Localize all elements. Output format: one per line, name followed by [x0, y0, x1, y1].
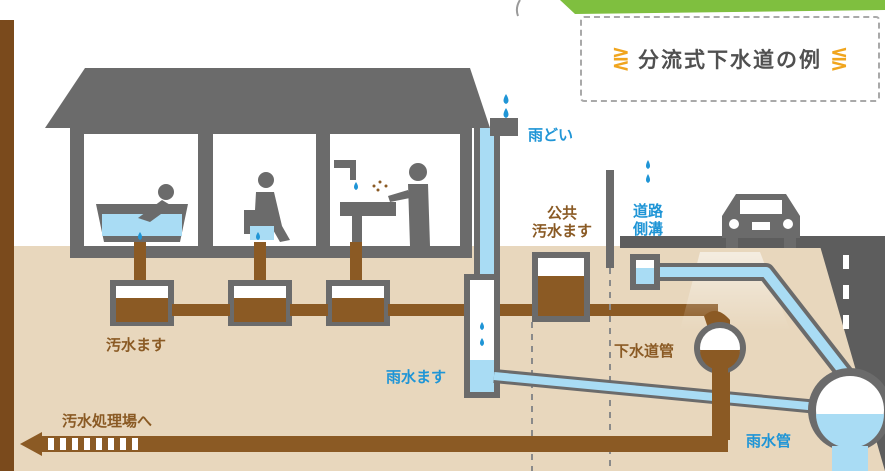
sewage-pipe	[134, 242, 146, 292]
label-sewage-basin: 汚水ます	[106, 336, 167, 354]
road-marking	[843, 285, 849, 299]
toilet-icon	[244, 172, 290, 242]
sewage-pipe-horizontal	[290, 304, 328, 316]
label-rain-gutter: 雨どい	[528, 126, 574, 144]
sewage-basin	[110, 280, 174, 326]
storm-pipe-section	[808, 368, 885, 471]
diagram-title: 分流式下水道の例	[638, 48, 822, 72]
arrow-to-plant-icon	[20, 432, 138, 456]
house-roof	[45, 68, 490, 128]
road	[700, 246, 885, 471]
water-drop-icon	[503, 108, 509, 118]
road-marking	[843, 315, 849, 329]
grass-edge	[515, 0, 521, 17]
car-icon	[722, 194, 800, 248]
water-drop-icon	[138, 232, 142, 240]
boundary-post	[606, 170, 614, 268]
label-road-gutter-line2: 側溝	[632, 220, 663, 238]
sewage-pipe-to-plant	[40, 436, 728, 452]
water-drop-icon	[256, 232, 260, 240]
water-drop-icon	[354, 182, 358, 190]
grass	[560, 0, 885, 14]
rain-pipe-water	[493, 372, 851, 414]
label-road-gutter: 道路 側溝	[620, 202, 676, 238]
left-frame	[0, 20, 14, 471]
water-drop-icon	[646, 160, 650, 169]
sewage-pipe	[254, 242, 266, 292]
label-sewer-pipe: 下水道管	[614, 342, 675, 360]
label-road-gutter-line1: 道路	[632, 202, 663, 220]
title-box: ⋛ 分流式下水道の例 ⋚	[580, 16, 880, 102]
faucet-icon	[334, 160, 396, 246]
water-drop-icon	[503, 94, 509, 104]
room-kitchen	[330, 134, 460, 246]
sewage-pipe-horizontal	[388, 304, 538, 316]
sewage-pipe	[350, 242, 362, 292]
road-surface	[620, 236, 885, 248]
person-washing-icon	[372, 163, 430, 246]
road-gutter	[630, 254, 660, 290]
label-rainwater-basin: 雨水ます	[386, 368, 447, 386]
public-sewage-basin	[532, 252, 590, 322]
sparkle-icon: ⋚	[830, 46, 849, 72]
sparkle-icon: ⋛	[611, 46, 630, 72]
label-public-sewage-basin-line2: 汚水ます	[531, 222, 592, 240]
sewage-basin	[228, 280, 292, 326]
rain-pipe-water	[660, 267, 854, 384]
label-public-sewage-basin-line1: 公共	[546, 204, 577, 222]
sewage-basin	[326, 280, 390, 326]
rain-gutter-water	[480, 128, 494, 276]
rain-gutter-top	[490, 118, 518, 136]
sewage-pipe-horizontal	[172, 304, 230, 316]
label-storm-pipe: 雨水管	[746, 432, 792, 450]
sewage-pipe-to-plant	[712, 366, 728, 446]
label-public-sewage-basin: 公共 汚水ます	[526, 204, 598, 240]
label-to-treatment-plant: 汚水処理場へ	[62, 412, 153, 430]
water-drop-icon	[646, 174, 650, 183]
bathtub-icon	[96, 184, 188, 242]
road-marking	[843, 255, 849, 269]
